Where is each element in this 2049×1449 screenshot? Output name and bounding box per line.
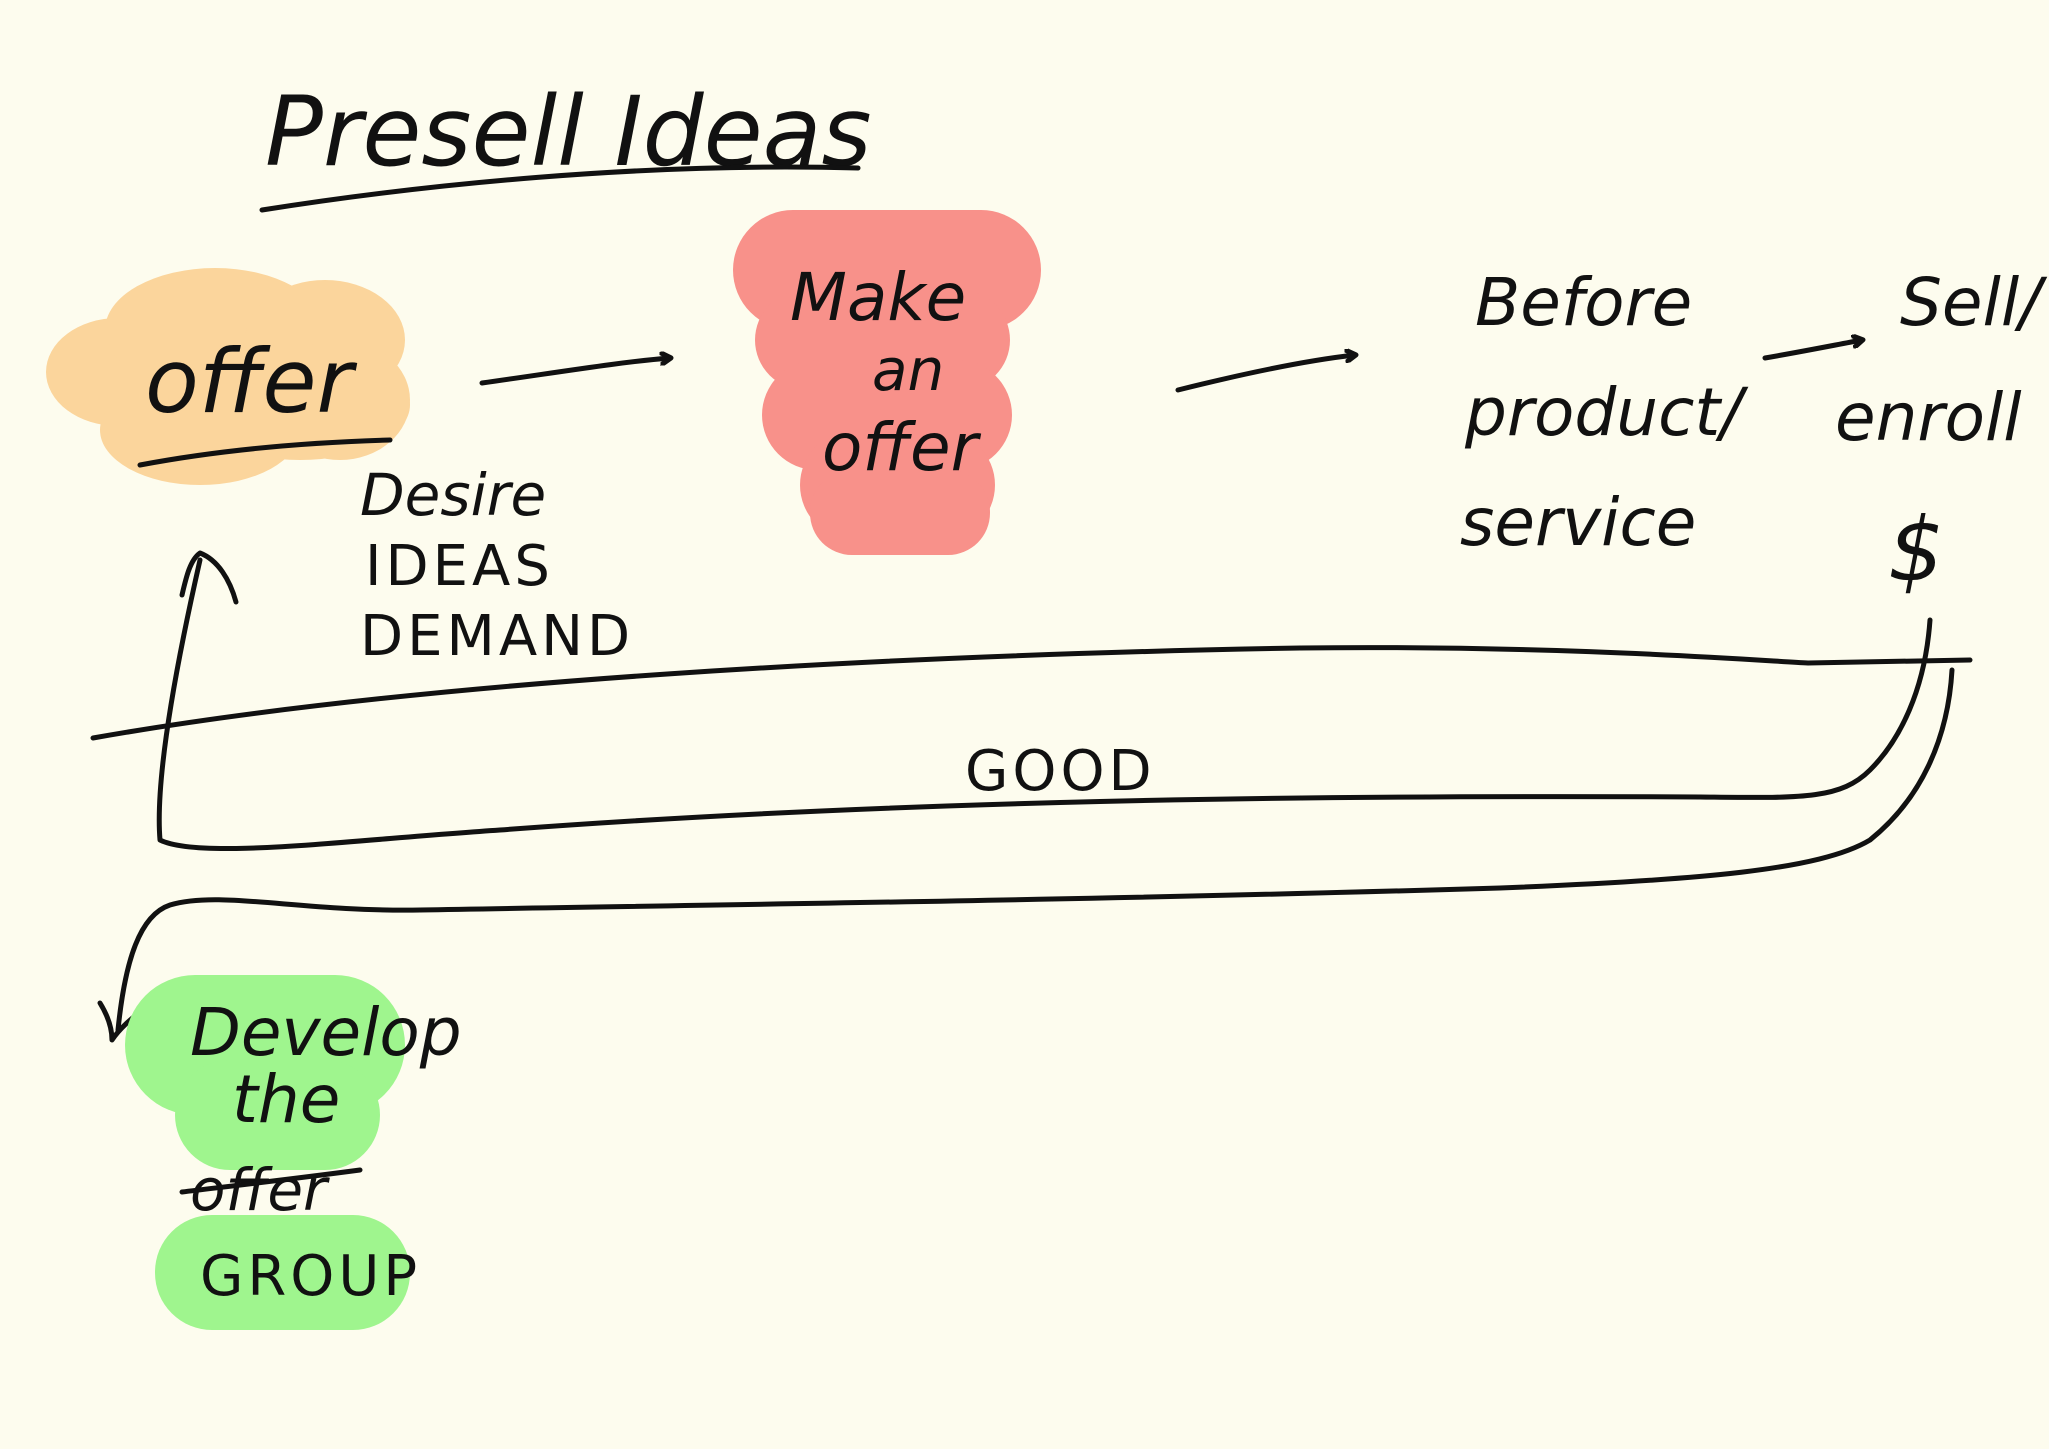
develop-group: GROUP: [200, 1244, 421, 1309]
offer-label: offer: [145, 330, 357, 433]
make-offer-highlight: [733, 210, 1041, 555]
good-label: GOOD: [965, 739, 1156, 804]
note-demand: DEMAND: [360, 604, 634, 669]
arrow-make-to-before: [1175, 355, 1355, 393]
divider-line: [90, 645, 1973, 741]
arrow-offer-to-make: [479, 358, 670, 386]
offer-underline: [137, 437, 393, 468]
sell-line2: enroll: [1835, 379, 2022, 456]
strike-through: [179, 1167, 363, 1195]
offer-highlight: [46, 268, 410, 485]
before-line3: service: [1460, 484, 1696, 561]
make-offer-line3: offer: [822, 409, 982, 486]
dollar-sign: $: [1888, 498, 1944, 601]
arrow-good-loop: [156, 557, 1933, 852]
arrow-good-head: [179, 550, 239, 605]
develop-line2: the: [232, 1061, 340, 1138]
develop-line1: Develop: [190, 994, 462, 1071]
title-underline: [259, 164, 861, 213]
arrow-before-to-sell: [1762, 340, 1862, 361]
sell-line1: Sell/: [1900, 264, 2048, 341]
make-offer-line1: Make: [790, 259, 966, 336]
develop-highlight: [125, 975, 410, 1330]
page-title: Presell Ideas: [265, 76, 872, 188]
before-line2: product/: [1464, 374, 1749, 451]
note-ideas: IDEAS: [365, 534, 554, 599]
before-line1: Before: [1475, 264, 1692, 341]
note-desire: Desire: [360, 461, 546, 529]
arrow-develop-loop: [115, 667, 1955, 1033]
make-offer-line2: an: [872, 336, 944, 404]
